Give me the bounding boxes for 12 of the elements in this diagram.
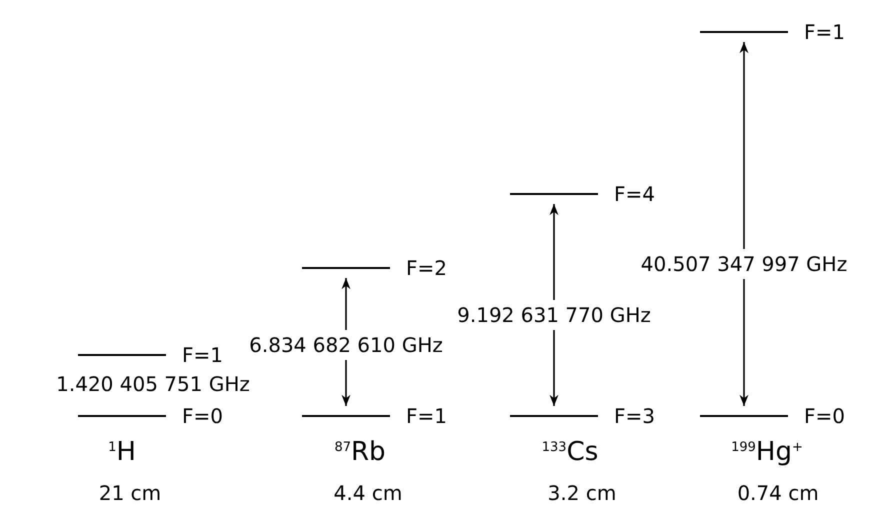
edge-label: 6.834 682 610 GHz: [249, 330, 443, 360]
level-label: F=2: [406, 256, 447, 280]
level-label: F=4: [614, 182, 655, 206]
level-label: F=3: [614, 404, 655, 428]
double-arrow: [740, 42, 748, 406]
level-label: F=1: [182, 343, 223, 367]
level-label: F=1: [406, 404, 447, 428]
level-label: F=1: [804, 20, 845, 44]
level-label: F=0: [182, 404, 223, 428]
level-label: F=0: [804, 404, 845, 428]
edge-label: 40.507 347 997 GHz: [640, 249, 848, 279]
edge-label: 9.192 631 770 GHz: [457, 300, 651, 330]
